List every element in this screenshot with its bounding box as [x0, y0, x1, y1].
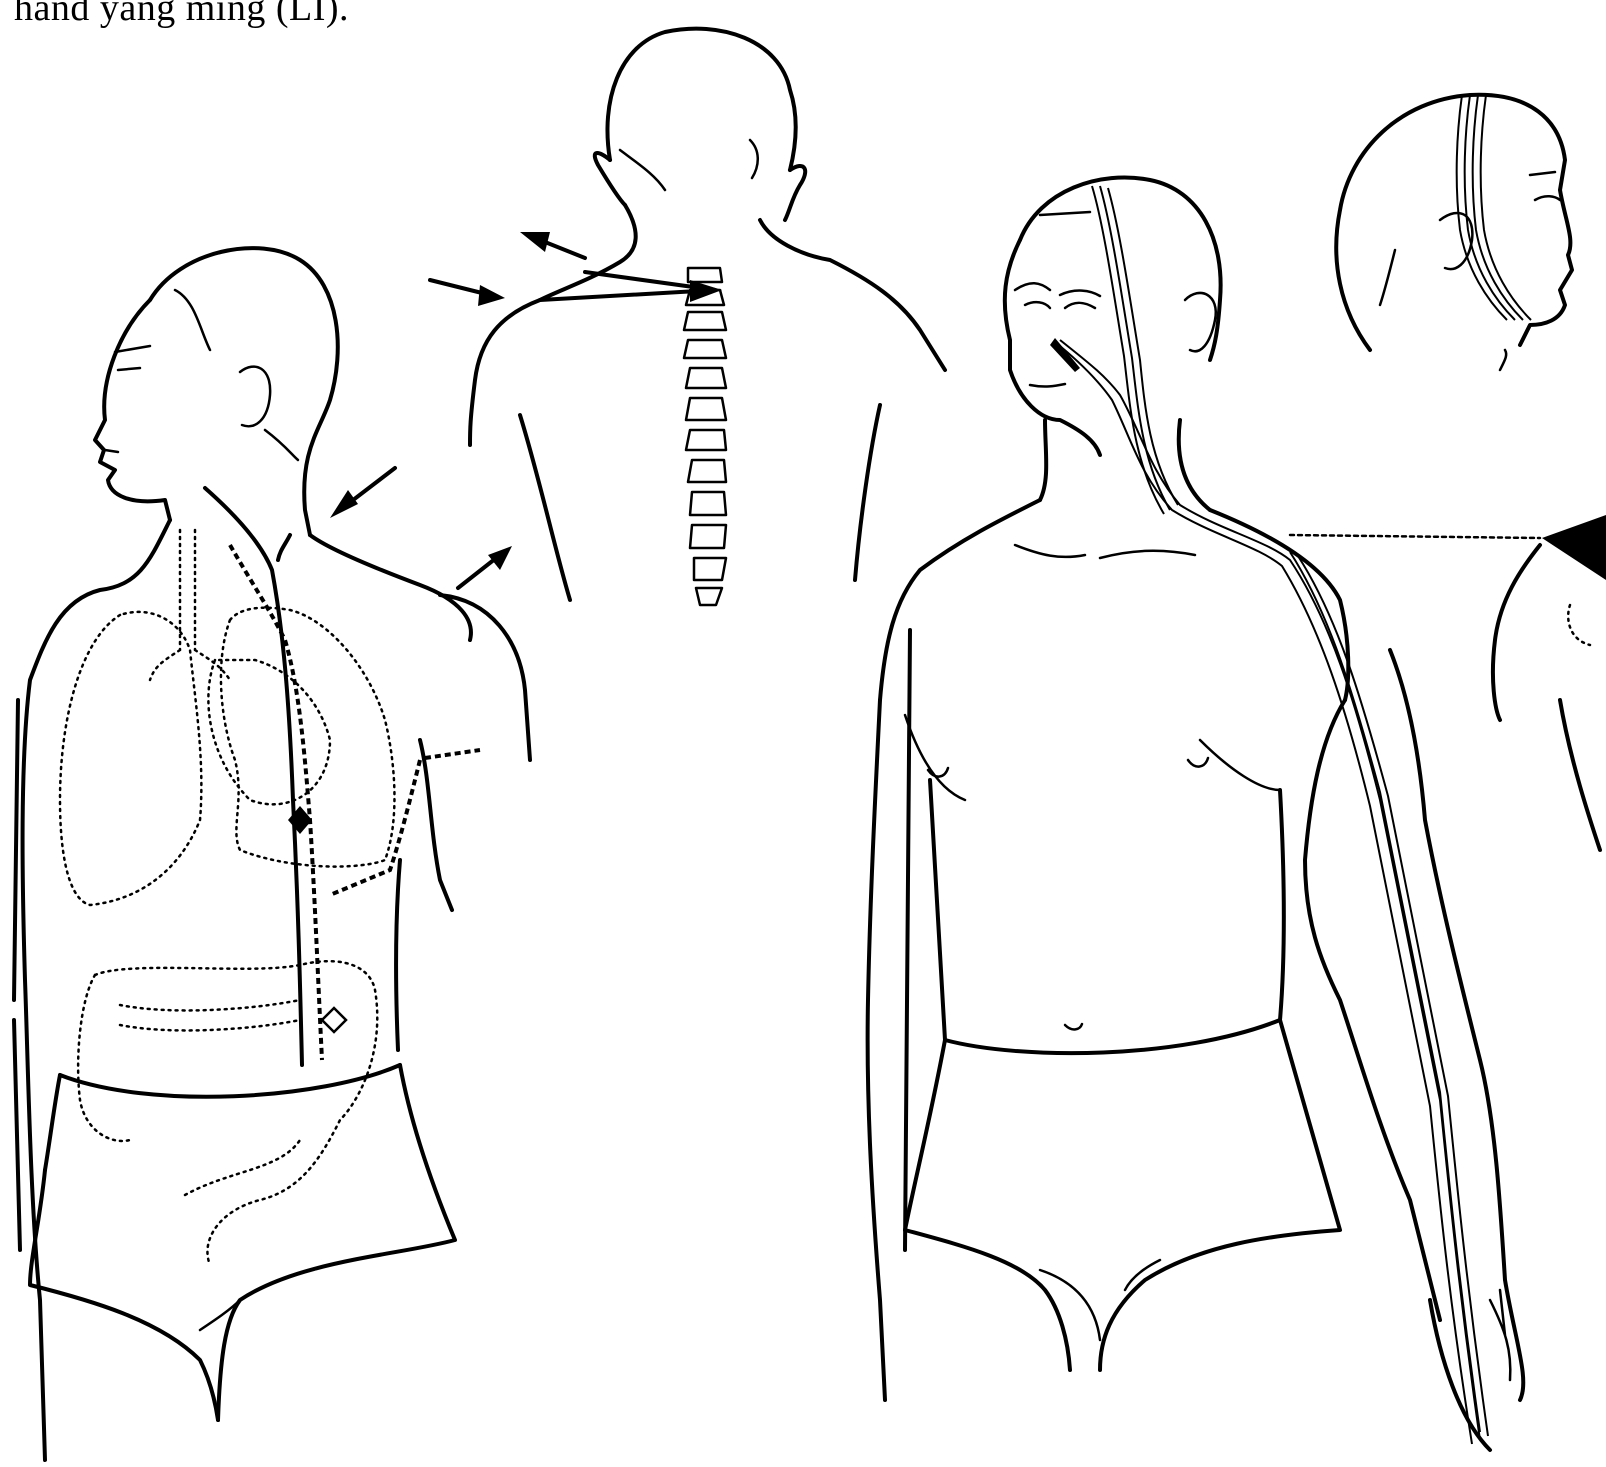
figure-front-standing: [868, 178, 1540, 1451]
figure-head-side-view: [1336, 95, 1572, 370]
figure-left-torso-organs: [14, 248, 530, 1460]
figure-back-view: [430, 29, 945, 605]
spine-vertebrae: [684, 268, 726, 605]
figure-right-partial-shoulder: [1493, 515, 1606, 850]
